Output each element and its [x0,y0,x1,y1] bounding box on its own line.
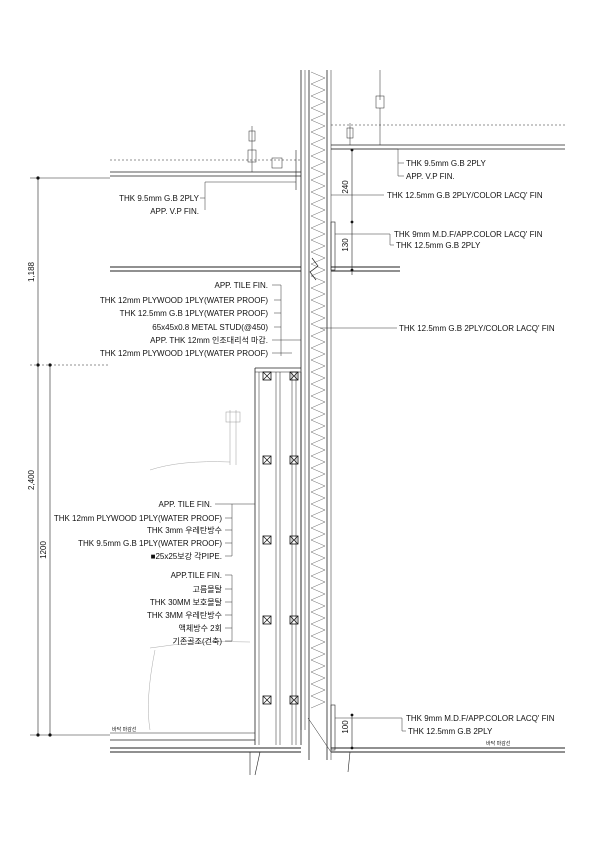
pipe-marker [262,455,272,465]
note-left-19: 기존골조(건축) [173,636,223,646]
left-notes: THK 9.5mm G.B 2PLY APP. V.P FIN. APP. TI… [54,194,269,646]
note-right-2: APP. V.P FIN. [406,172,455,181]
insulation-hatch [310,71,326,709]
pipe-marker [289,455,299,465]
note-right-7: THK 9mm M.D.F/APP.COLOR LACQ' FIN [406,714,555,723]
pipe-marker-cross [262,371,272,381]
note-right-5: THK 12.5mm G.B 2PLY [396,241,481,250]
pipe-marker [289,615,299,625]
pipe-marker-cross [262,695,272,705]
pipe-marker [289,371,299,381]
pipe-marker-cross [262,615,272,625]
dim-total: 2,400 [27,469,36,490]
dim-lower: 1200 [39,541,48,559]
note-right-3: THK 12.5mm G.B 2PLY/COLOR LACQ' FIN [387,191,543,200]
note-right-4: THK 9mm M.D.F/APP.COLOR LACQ' FIN [394,230,543,239]
note-right-6: THK 12.5mm G.B 2PLY/COLOR LACQ' FIN [399,324,555,333]
right-notes: THK 9.5mm G.B 2PLY APP. V.P FIN. THK 12.… [387,159,555,736]
note-left-16: THK 30MM 보호몰탈 [150,597,223,607]
note-left-1: THK 9.5mm G.B 2PLY [119,194,200,203]
pipe-marker-cross [289,615,299,625]
right-leaders [320,148,406,732]
note-left-8: THK 12mm PLYWOOD 1PLY(WATER PROOF) [100,349,269,358]
note-left-17: THK 3MM 우레탄방수 [147,610,222,620]
note-left-12: THK 9.5mm G.B 1PLY(WATER PROOF) [78,539,222,548]
pipe-marker [262,695,272,705]
note-left-15: 고름몰탈 [193,584,223,594]
note-left-6: 65x45x0.8 METAL STUD(@450) [152,323,268,332]
pipe-marker-cross [289,371,299,381]
dim-130: 130 [341,238,350,252]
dimension-labels: 1,188 2,400 1200 240 130 100 [27,180,350,734]
dim-upper: 1,188 [27,261,36,282]
pipe-marker-cross [289,455,299,465]
left-leaders [200,181,301,642]
pipe-marker [289,695,299,705]
note-left-13: ■25x25보강 각PIPE. [151,551,222,561]
pipe-marker-cross [262,535,272,545]
dim-240: 240 [341,180,350,194]
note-left-10: THK 12mm PLYWOOD 1PLY(WATER PROOF) [54,514,223,523]
note-left-14: APP.TILE FIN. [171,571,222,580]
note-left-7: APP. THK 12mm 인조대리석 마감. [150,335,268,345]
note-right-8: THK 12.5mm G.B 2PLY [408,727,493,736]
pipe-marker [262,535,272,545]
pipe-marker [262,371,272,381]
note-right-1: THK 9.5mm G.B 2PLY [406,159,487,168]
reinforcement-pipe-markers [262,371,299,705]
dim-100: 100 [341,720,350,734]
note-left-5: THK 12.5mm G.B 1PLY(WATER PROOF) [120,309,269,318]
note-left-18: 액체방수 2회 [179,623,222,633]
dimension-ticks [36,148,354,750]
pipe-marker [289,535,299,545]
pipe-marker-cross [289,535,299,545]
note-left-3: APP. TILE FIN. [214,281,268,290]
note-left-9: APP. TILE FIN. [158,500,212,509]
pipe-marker [262,615,272,625]
section-linework [30,70,565,776]
floor-label-left: 바닥 마감선 [112,726,137,733]
note-left-11: THK 3mm 우레탄방수 [147,525,222,535]
note-left-4: THK 12mm PLYWOOD 1PLY(WATER PROOF) [100,296,269,305]
floor-label-right: 바닥 마감선 [486,740,511,747]
pipe-marker-cross [289,695,299,705]
pipe-marker-cross [262,455,272,465]
note-left-2: APP. V.P FIN. [150,207,199,216]
